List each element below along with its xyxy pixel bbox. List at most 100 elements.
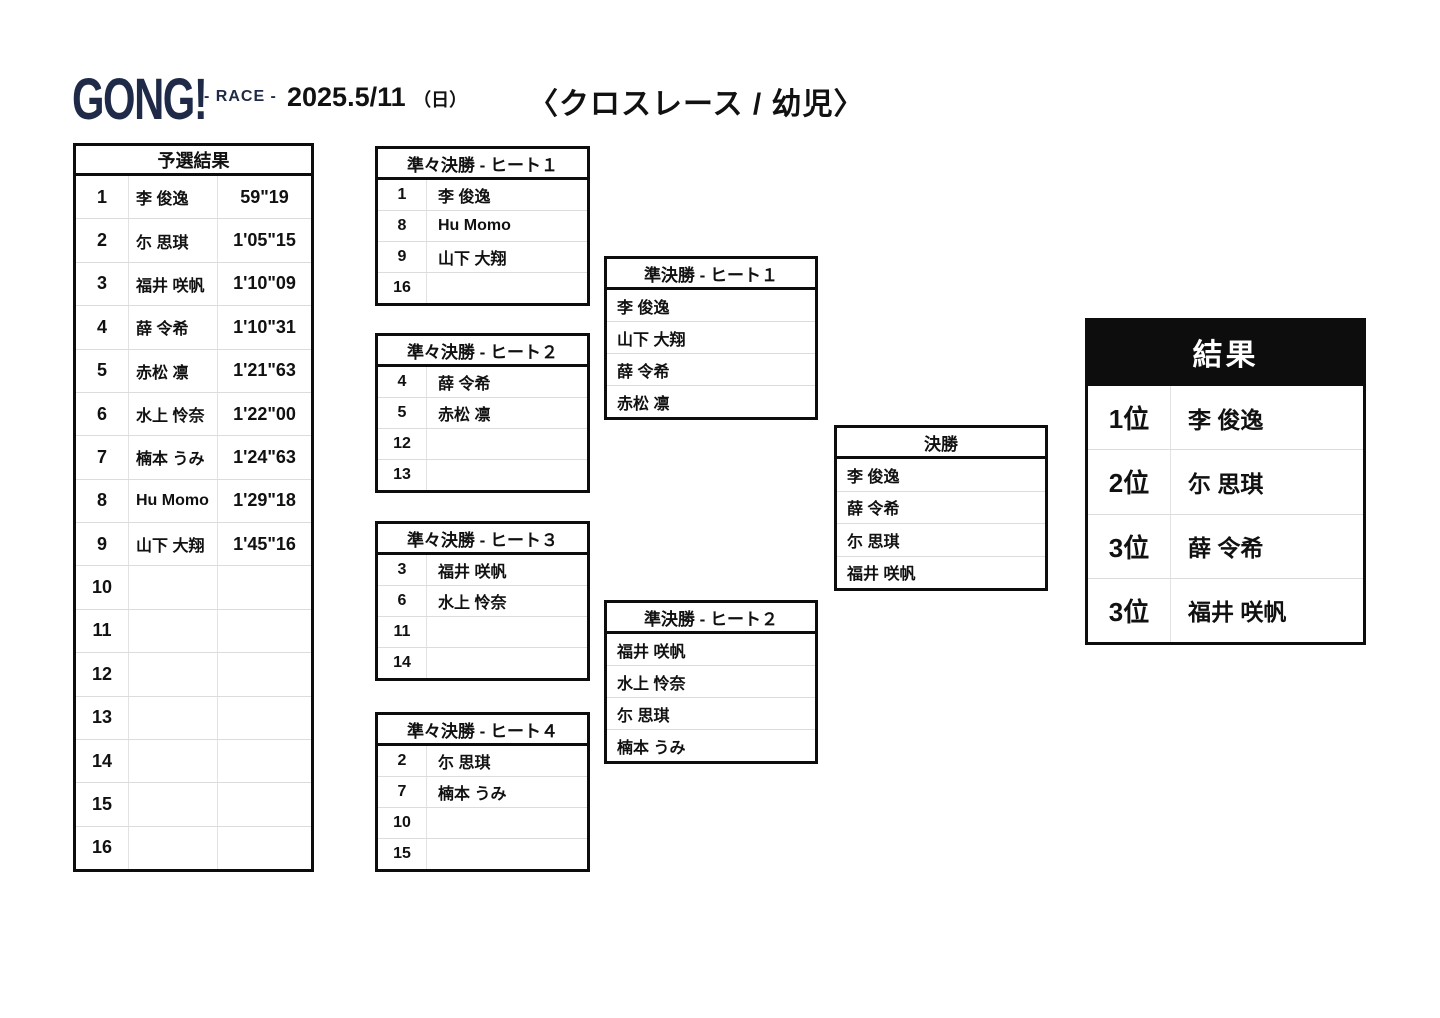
- name-cell: 山下 大翔: [426, 242, 587, 272]
- seed-cell: 7: [397, 783, 407, 800]
- time-cell: 1'24"63: [217, 436, 311, 479]
- table-row: 14: [378, 647, 587, 678]
- seed-cell: 2: [397, 752, 407, 769]
- name-cell: 福井 咲帆: [426, 555, 587, 585]
- seed-cell: 4: [397, 373, 407, 390]
- name-cell: 赤松 凛: [128, 349, 217, 392]
- time-cell: [217, 696, 311, 739]
- results-title: 結果: [1088, 321, 1363, 386]
- seed-cell: 6: [397, 592, 407, 609]
- name-cell: [426, 839, 587, 869]
- seed-cell: 16: [393, 279, 411, 296]
- name-cell: 尓 思琪: [847, 533, 900, 551]
- name-cell: 福井 咲帆: [617, 643, 686, 661]
- quarterfinal-heat3-title: 準々決勝 - ヒート３: [378, 524, 587, 555]
- time-cell: 1'21"63: [217, 349, 311, 392]
- table-row: 3位福井 咲帆: [1088, 577, 1363, 642]
- table-row: 14: [76, 738, 311, 783]
- name-cell: [128, 653, 217, 696]
- name-cell: 赤松 凛: [426, 398, 587, 428]
- time-cell: [217, 609, 311, 653]
- rank-cell: 9: [96, 533, 107, 554]
- time-cell: 1'45"16: [217, 523, 311, 566]
- table-row: 13: [76, 695, 311, 739]
- time-cell: [217, 566, 311, 609]
- rank-cell: 8: [96, 490, 107, 511]
- table-row: 福井 咲帆: [607, 634, 815, 665]
- final-results-table: 結果 1位李 俊逸 2位尓 思琪 3位薛 令希 3位福井 咲帆: [1085, 318, 1366, 645]
- table-row: 12: [76, 652, 311, 696]
- table-row: 16: [76, 825, 311, 869]
- name-cell: 李 俊逸: [128, 176, 217, 219]
- table-row: 李 俊逸: [837, 459, 1045, 491]
- name-cell: 李 俊逸: [1170, 386, 1363, 450]
- event-date-weekday: （日）: [413, 90, 468, 110]
- name-cell: [128, 739, 217, 783]
- table-row: 楠本 うみ: [607, 729, 815, 761]
- gong-logo-race-subtitle: - RACE -: [204, 88, 277, 105]
- seed-cell: 11: [393, 623, 411, 640]
- table-row: 16: [378, 272, 587, 303]
- table-row: 11: [378, 616, 587, 647]
- name-cell: 楠本 うみ: [617, 739, 686, 757]
- rank-cell: 11: [92, 620, 112, 641]
- rank-cell: 16: [91, 837, 113, 858]
- rank-cell: 4: [96, 316, 107, 337]
- name-cell: 李 俊逸: [426, 180, 587, 210]
- table-row: 1位李 俊逸: [1088, 386, 1363, 450]
- semifinal-heat1-table: 準決勝 - ヒート１ 李 俊逸 山下 大翔 薛 令希 赤松 凛: [604, 256, 818, 420]
- seed-cell: 12: [393, 435, 411, 452]
- seed-cell: 9: [397, 248, 407, 265]
- name-cell: [128, 566, 217, 609]
- rank-cell: 6: [96, 403, 107, 424]
- time-cell: [217, 653, 311, 696]
- rank-cell: 14: [91, 750, 113, 771]
- name-cell: 尓 思琪: [1170, 450, 1363, 514]
- name-cell: 薛 令希: [426, 367, 587, 397]
- event-date: 2025.5/11 （日）: [287, 82, 467, 113]
- name-cell: 尓 思琪: [128, 219, 217, 262]
- table-row: 薛 令希: [837, 490, 1045, 524]
- name-cell: Hu Momo: [128, 479, 217, 522]
- time-cell: 1'05"15: [217, 219, 311, 262]
- place-cell: 1位: [1108, 404, 1150, 435]
- rank-cell: 12: [91, 663, 113, 684]
- rank-cell: 7: [96, 446, 107, 467]
- rank-cell: 13: [91, 707, 113, 728]
- table-row: 10: [378, 807, 587, 838]
- semifinal-heat1-title: 準決勝 - ヒート１: [607, 259, 815, 290]
- quarterfinal-heat4-title: 準々決勝 - ヒート４: [378, 715, 587, 746]
- name-cell: [426, 460, 587, 490]
- seed-cell: 15: [393, 845, 411, 862]
- name-cell: [426, 808, 587, 838]
- name-cell: 薛 令希: [847, 501, 900, 519]
- qualifying-table-title: 予選結果: [76, 146, 311, 176]
- name-cell: [426, 617, 587, 647]
- table-row: 9 山下 大翔: [378, 241, 587, 272]
- table-row: 15: [76, 782, 311, 826]
- name-cell: 福井 咲帆: [128, 262, 217, 306]
- name-cell: 赤松 凛: [617, 395, 670, 413]
- place-cell: 3位: [1108, 596, 1150, 627]
- table-row: 薛 令希: [607, 353, 815, 385]
- name-cell: 尓 思琪: [426, 746, 587, 776]
- name-cell: 福井 咲帆: [1170, 578, 1363, 642]
- table-row: 4 薛 令希: [378, 367, 587, 397]
- time-cell: [217, 826, 311, 869]
- time-cell: [217, 783, 311, 826]
